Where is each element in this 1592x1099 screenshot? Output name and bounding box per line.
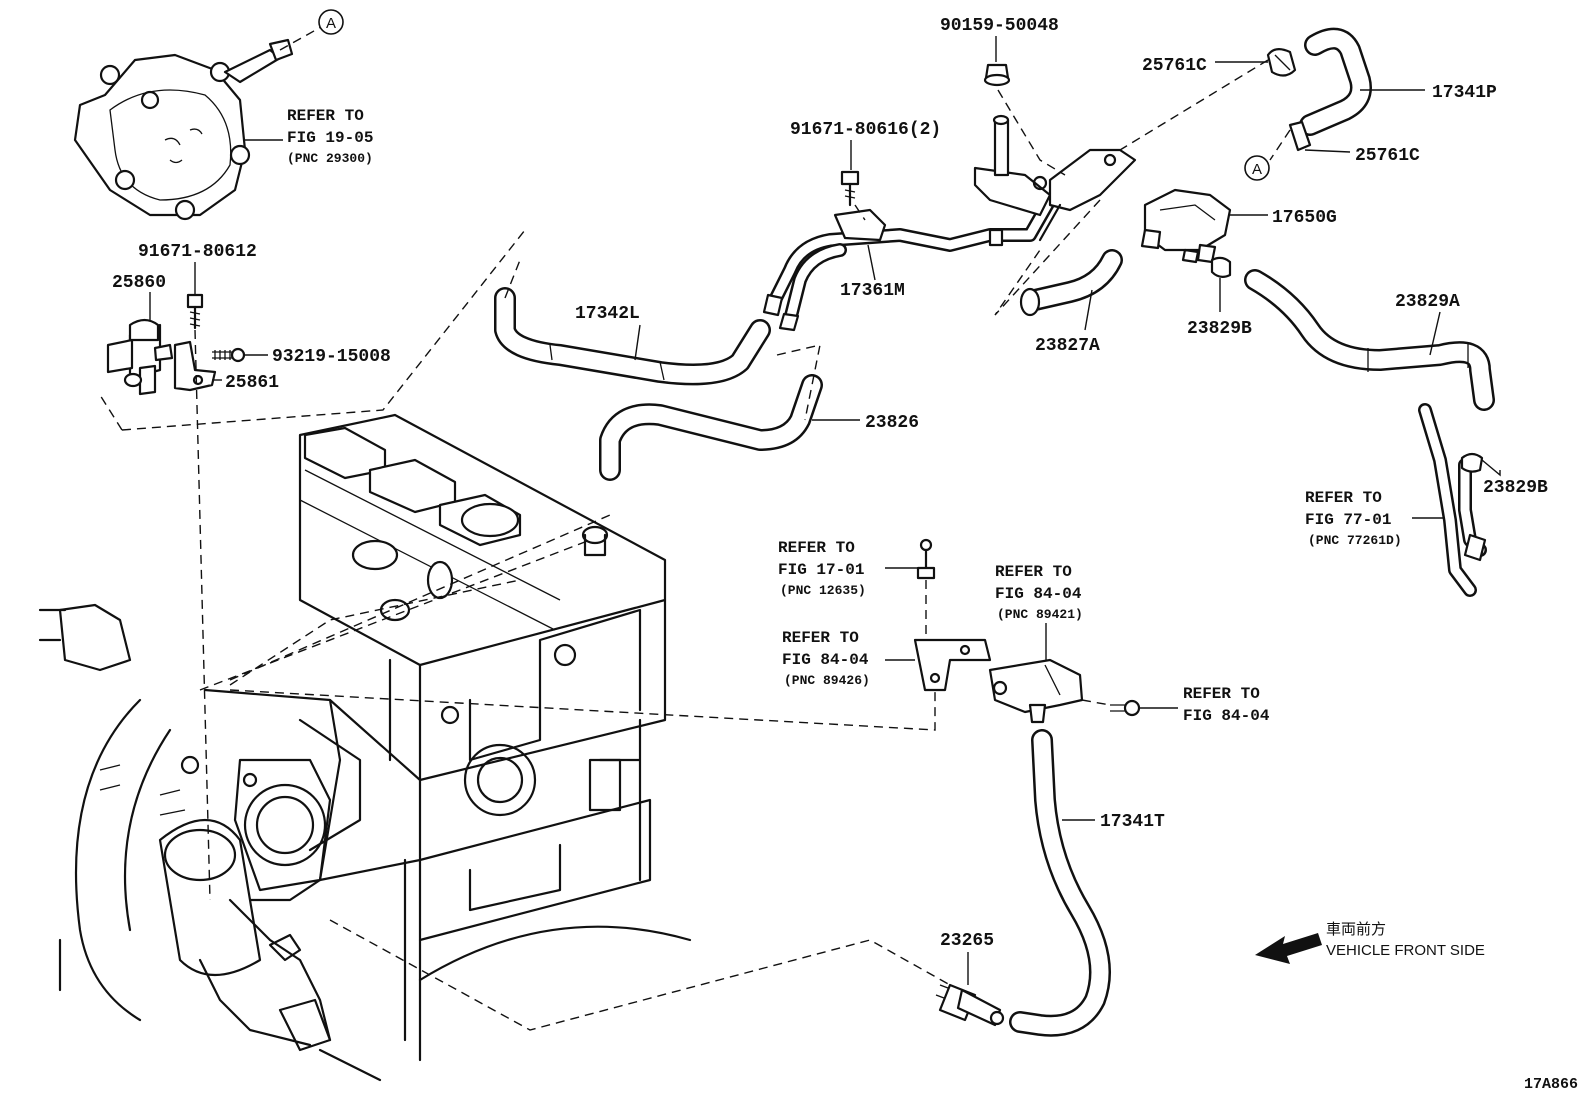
- refer-fig-17-01: REFER TO FIG 17-01 (PNC 12635): [778, 539, 866, 598]
- refer-fig-19-05: REFER TO FIG 19-05 (PNC 29300): [287, 107, 373, 166]
- svg-text:REFER TO: REFER TO: [1183, 685, 1260, 703]
- label-25861: 25861: [225, 373, 279, 393]
- label-23265: 23265: [940, 931, 994, 951]
- label-23826: 23826: [865, 413, 919, 433]
- clamp-23829b-top: [1210, 256, 1232, 279]
- label-25761c-top: 25761C: [1142, 56, 1207, 76]
- svg-text:REFER TO: REFER TO: [1305, 489, 1382, 507]
- label-17361m: 17361M: [840, 281, 905, 301]
- label-23829a: 23829A: [1395, 292, 1460, 312]
- vsv-17650g: [1140, 188, 1232, 264]
- bracket-25861: [173, 340, 217, 392]
- hose-23826: [599, 374, 823, 481]
- bolt-91671-80616: [840, 170, 860, 207]
- svg-text:FIG 17-01: FIG 17-01: [778, 561, 864, 579]
- label-17341p: 17341P: [1432, 83, 1497, 103]
- hose-17342l: [494, 287, 771, 386]
- hose-23827a: [1019, 249, 1123, 317]
- refer-fig-77-01: REFER TO FIG 77-01 (PNC 77261D): [1305, 489, 1402, 548]
- vacuum-pump: [73, 38, 294, 221]
- label-23829b-top: 23829B: [1187, 319, 1252, 339]
- svg-text:(PNC 77261D): (PNC 77261D): [1308, 533, 1402, 548]
- clamp-25761c-mid: [1288, 120, 1312, 152]
- bolt-90159-50048: [983, 63, 1011, 87]
- refer-fig-84-04-screw: REFER TO FIG 84-04: [1183, 685, 1270, 725]
- pressure-sensor-89421: [988, 658, 1084, 724]
- sensor-bracket-89426: [913, 638, 992, 692]
- bolt-91671-80612: [186, 293, 204, 330]
- vehicle-front-indicator: 車両前方 VEHICLE FRONT SIDE: [1255, 921, 1485, 964]
- label-93219-15008: 93219-15008: [272, 347, 391, 367]
- svg-text:FIG 84-04: FIG 84-04: [995, 585, 1082, 603]
- clamp-25761c-top: [1266, 48, 1297, 77]
- bracket-assembly: [973, 114, 1137, 242]
- refer-fig-84-04-sensor: REFER TO FIG 84-04 (PNC 89421): [995, 563, 1083, 622]
- svg-text:FIG 77-01: FIG 77-01: [1305, 511, 1391, 529]
- label-90159-50048: 90159-50048: [940, 16, 1059, 36]
- sensor-23265: [935, 983, 1005, 1027]
- svg-text:FIG 19-05: FIG 19-05: [287, 129, 373, 147]
- vsv-25860: [106, 318, 174, 396]
- front-arrow-icon: [1255, 933, 1322, 964]
- screw-84-04: [1110, 699, 1141, 717]
- label-17341t: 17341T: [1100, 812, 1165, 832]
- svg-text:(PNC 29300): (PNC 29300): [287, 151, 373, 166]
- hose-17341p: [1299, 27, 1372, 136]
- diagram-code: 17A866: [1524, 1076, 1578, 1093]
- label-91671-80616: 91671-80616(2): [790, 120, 941, 140]
- hose-23829a: [1244, 269, 1495, 411]
- label-91671-80612: 91671-80612: [138, 242, 257, 262]
- leader-lines: [149, 36, 1501, 985]
- svg-text:車両前方: 車両前方: [1326, 921, 1386, 938]
- svg-text:REFER TO: REFER TO: [995, 563, 1072, 581]
- label-25761c-mid: 25761C: [1355, 146, 1420, 166]
- svg-text:REFER TO: REFER TO: [287, 107, 364, 125]
- stud-12635: [916, 538, 936, 580]
- pipe-17361m: [762, 193, 1057, 332]
- hose-17341t: [1009, 729, 1111, 1037]
- hose-fig-77-01: [1418, 403, 1487, 597]
- svg-text:(PNC 12635): (PNC 12635): [780, 583, 866, 598]
- label-25860: 25860: [112, 273, 166, 293]
- clamp-23829b-right: [1460, 452, 1484, 473]
- svg-text:FIG 84-04: FIG 84-04: [782, 651, 869, 669]
- svg-text:(PNC 89426): (PNC 89426): [784, 673, 870, 688]
- svg-text:REFER TO: REFER TO: [778, 539, 855, 557]
- label-17650g: 17650G: [1272, 208, 1337, 228]
- svg-text:VEHICLE FRONT SIDE: VEHICLE FRONT SIDE: [1326, 942, 1485, 959]
- svg-text:(PNC 89421): (PNC 89421): [997, 607, 1083, 622]
- label-23829b-right: 23829B: [1483, 478, 1548, 498]
- refer-fig-84-04-bracket: REFER TO FIG 84-04 (PNC 89426): [782, 629, 870, 688]
- engine-assembly: [38, 413, 692, 1082]
- label-17342l: 17342L: [575, 304, 640, 324]
- svg-text:REFER TO: REFER TO: [782, 629, 859, 647]
- callout-a-mid: A: [1244, 155, 1270, 181]
- label-23827a: 23827A: [1035, 336, 1100, 356]
- callout-a-top: A: [318, 9, 344, 35]
- screw-93219-15008: [212, 347, 246, 363]
- svg-text:FIG 84-04: FIG 84-04: [1183, 707, 1270, 725]
- svg-text:A: A: [326, 15, 336, 32]
- svg-text:A: A: [1252, 161, 1262, 178]
